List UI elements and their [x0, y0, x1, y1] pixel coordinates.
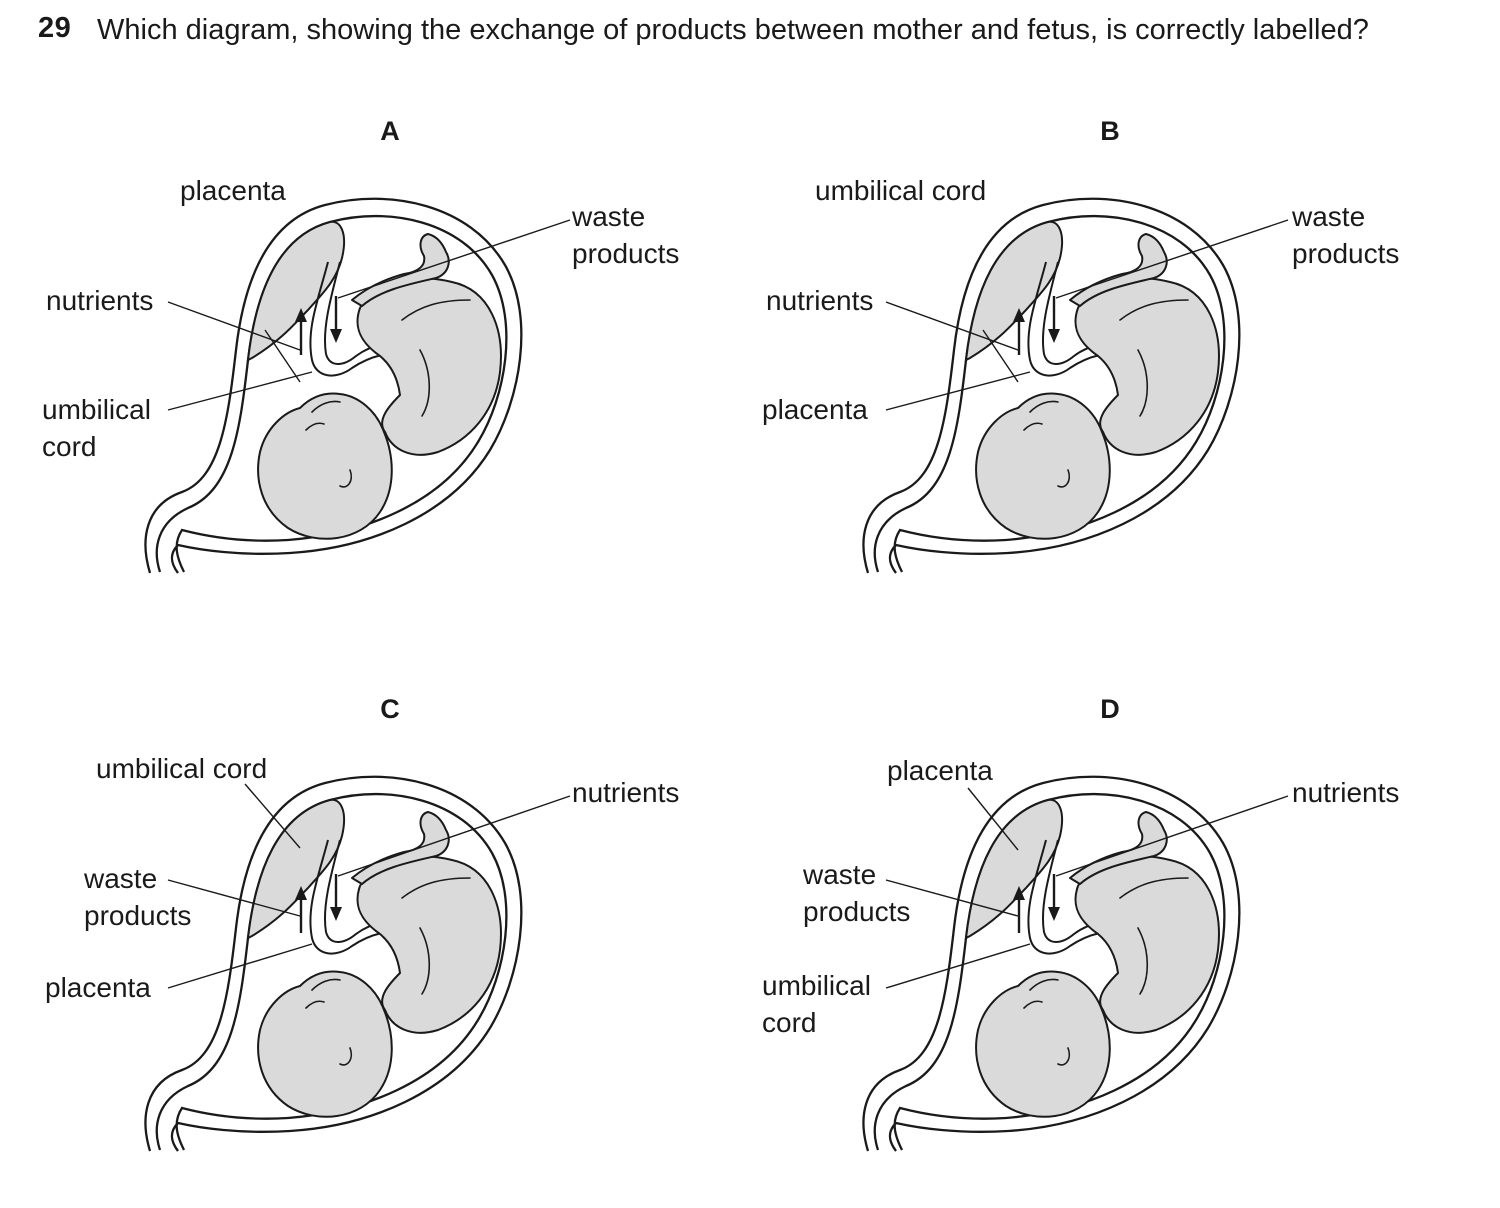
option-a-left-lower-label: umbilical cord: [42, 391, 151, 465]
option-b-left-upper-label: nutrients: [766, 282, 873, 319]
option-b-right-label: waste products: [1292, 198, 1399, 272]
option-a-left-upper-line1: nutrients: [46, 285, 154, 316]
option-c-letter: C: [380, 694, 400, 724]
option-a-letter: A: [380, 116, 400, 146]
option-c-left-lower-line1: placenta: [45, 972, 151, 1003]
option-c-diagram: [144, 775, 571, 1153]
option-d-panel[interactable]: D placenta nutrients waste products umbi…: [718, 688, 1438, 1208]
option-b-top-label: umbilical cord: [815, 175, 987, 206]
option-d-right-line1: nutrients: [1292, 777, 1400, 808]
option-d-left-lower-line1: umbilical: [762, 970, 871, 1001]
option-d-left-upper-line1: waste: [803, 859, 877, 890]
option-a-left-lower-line1: umbilical: [42, 394, 151, 425]
option-d-right-label: nutrients: [1292, 774, 1399, 811]
option-b-left-lower-line1: placenta: [762, 394, 868, 425]
option-b-panel[interactable]: B umbilical cord waste products nutrient…: [718, 110, 1438, 630]
option-a-right-label: waste products: [572, 198, 679, 272]
option-a-left-upper-label: nutrients: [46, 282, 153, 319]
option-c-left-lower-label: placenta: [45, 969, 151, 1006]
question-text: Which diagram, showing the exchange of p…: [97, 14, 1369, 46]
option-c-left-upper-label: waste products: [84, 860, 191, 934]
option-d-left-lower-label: umbilical cord: [762, 967, 871, 1041]
option-a-top-label: placenta: [180, 175, 286, 206]
option-d-left-upper-label: waste products: [803, 856, 910, 930]
question-number: 29: [38, 12, 72, 44]
option-b-left-lower-label: placenta: [762, 391, 868, 428]
option-d-left-lower-line2: cord: [762, 1007, 817, 1038]
option-d-letter: D: [1100, 694, 1120, 724]
option-b-diagram: [862, 197, 1289, 575]
option-b-right-line1: waste: [1292, 201, 1366, 232]
option-c-left-upper-line2: products: [84, 900, 192, 931]
option-d-diagram: [862, 775, 1289, 1153]
option-d-left-upper-line2: products: [803, 896, 911, 927]
option-a-left-lower-line2: cord: [42, 431, 97, 462]
option-c-right-line1: nutrients: [572, 777, 680, 808]
option-a-right-line1: waste: [572, 201, 646, 232]
option-c-top-label: umbilical cord: [96, 753, 268, 784]
option-c-right-label: nutrients: [572, 774, 679, 811]
option-b-left-upper-line1: nutrients: [766, 285, 874, 316]
option-a-diagram: [144, 197, 571, 575]
option-b-right-line2: products: [1292, 238, 1400, 269]
option-a-right-line2: products: [572, 238, 680, 269]
option-b-letter: B: [1100, 116, 1120, 146]
option-c-panel[interactable]: C umbilical cord nutrients waste product…: [0, 688, 720, 1208]
option-c-left-upper-line1: waste: [84, 863, 158, 894]
option-a-panel[interactable]: A placenta waste products nutrients umbi…: [0, 110, 720, 630]
option-d-top-label: placenta: [887, 755, 993, 786]
